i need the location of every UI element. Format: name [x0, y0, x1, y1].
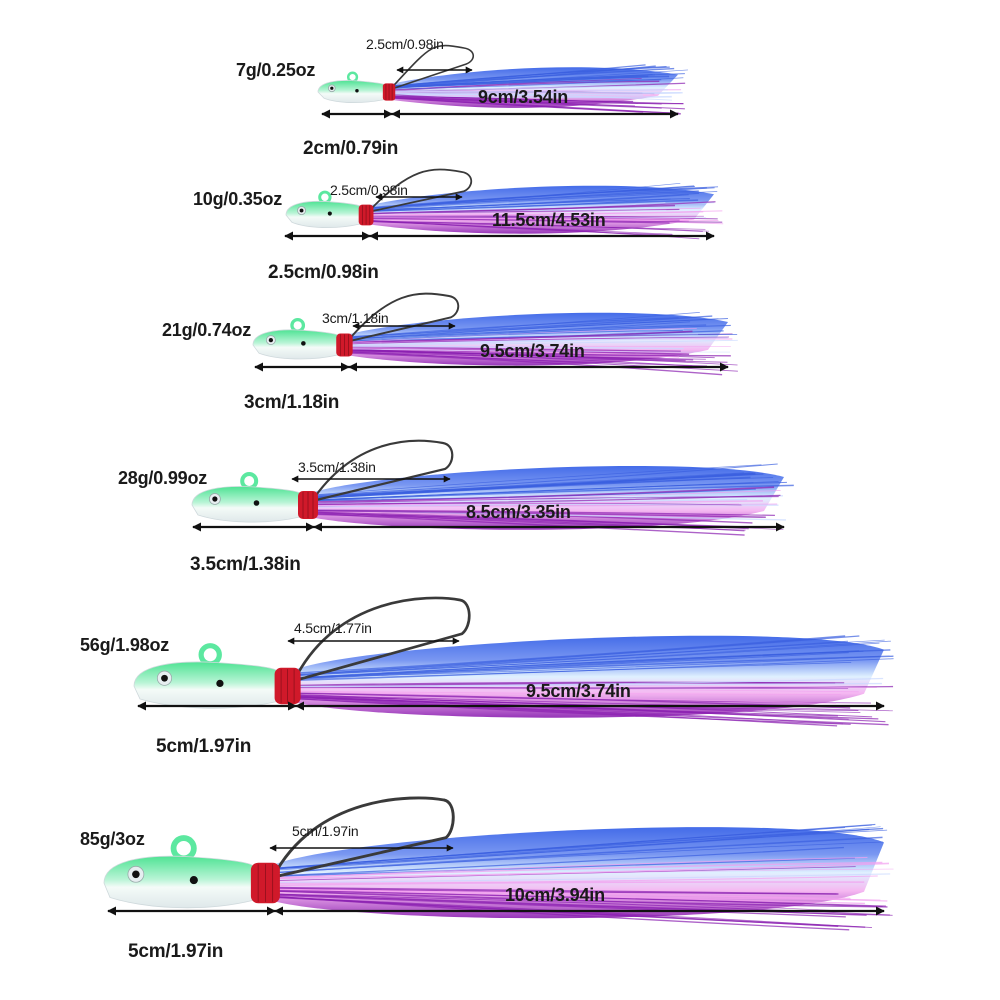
tail-length-label: 11.5cm/4.53in — [492, 210, 606, 230]
head-length-label: 5cm/1.97in — [156, 735, 252, 757]
hook-gap-label: 3cm/1.18in — [322, 310, 389, 326]
jig-head — [285, 190, 362, 229]
head-length-label: 3.5cm/1.38in — [190, 553, 301, 575]
weight-label: 28g/0.99oz — [118, 468, 208, 488]
jig-head — [133, 643, 277, 709]
tail-length-label: 9.5cm/3.74in — [480, 341, 585, 361]
hook-gap-label: 2.5cm/0.98in — [330, 182, 408, 198]
tail-length-label: 9.5cm/3.74in — [526, 681, 631, 701]
hook — [389, 44, 475, 91]
tail-length-label: 8.5cm/3.35in — [466, 502, 571, 522]
hook-gap-label: 3.5cm/1.38in — [298, 459, 376, 475]
jig-head — [317, 71, 386, 103]
head-length-label: 5cm/1.97in — [128, 940, 224, 962]
jig-2 — [284, 168, 724, 241]
tail-length-label: 9cm/3.54in — [478, 87, 569, 107]
jig-1 — [317, 44, 688, 119]
hook — [292, 596, 471, 683]
jig-3 — [252, 292, 738, 376]
weight-label: 7g/0.25oz — [236, 60, 316, 80]
jig-tail — [309, 463, 794, 536]
jig-4 — [191, 439, 794, 536]
weight-label: 85g/3oz — [80, 829, 145, 849]
head-length-label: 2.5cm/0.98in — [268, 261, 379, 283]
head-length-label: 3cm/1.18in — [244, 391, 340, 413]
jig-head — [191, 472, 301, 523]
jig-head — [103, 835, 254, 909]
weight-label: 21g/0.74oz — [162, 320, 252, 340]
hook-gap-label: 2.5cm/0.98in — [366, 36, 444, 52]
jig-6 — [103, 796, 894, 931]
jig-head — [252, 317, 339, 360]
head-length-label: 2cm/0.79in — [303, 137, 399, 159]
hook-gap-label: 5cm/1.97in — [292, 823, 359, 839]
jig-tail — [387, 64, 688, 115]
jig-tail — [270, 823, 894, 931]
weight-label: 10g/0.35oz — [193, 189, 283, 209]
jig-5 — [133, 596, 894, 727]
tail-length-label: 10cm/3.94in — [505, 885, 605, 905]
hook-gap-label: 4.5cm/1.77in — [294, 620, 372, 636]
weight-label: 56g/1.98oz — [80, 635, 170, 655]
